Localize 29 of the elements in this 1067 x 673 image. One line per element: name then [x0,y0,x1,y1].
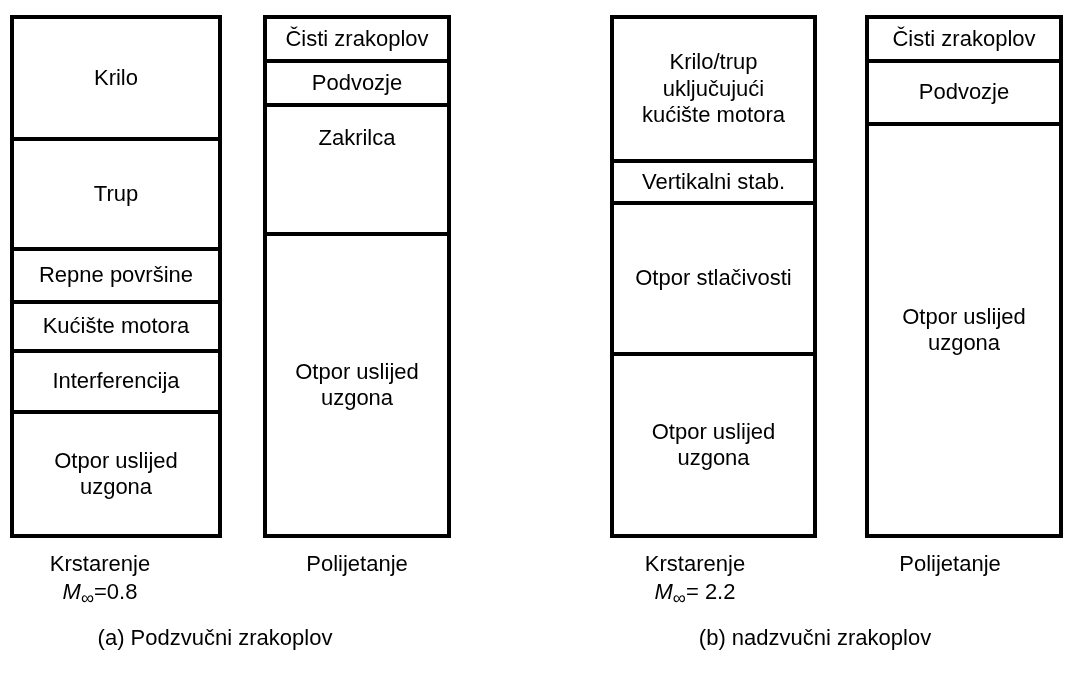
stacked-column [865,15,1063,538]
column-caption: Krstarenje [644,550,746,578]
stacked-column [263,15,451,538]
column-caption: M$_{∞}$=0.8 [62,577,138,610]
column-caption: Krstarenje [49,550,151,578]
segment-label: Podvozje [310,69,404,97]
segment-label: Kućište motora [41,313,191,340]
segment-label: Otpor uslijed uzgona [901,303,1027,357]
segment-label: Čisti zrakoplov [891,25,1037,53]
segment-label: Trup [92,180,140,208]
segment-label: Otpor stlačivosti [634,265,793,292]
stacked-column [610,15,817,538]
segment-label: Otpor uslijed uzgona [294,358,420,412]
segment-label: Otpor uslijed uzgona [53,447,179,501]
segment-label: Vertikalni stab. [640,168,787,196]
column-caption: M$_{∞}$= 2.2 [654,577,736,610]
segment-label: Otpor uslijed uzgona [650,418,777,472]
column-caption: Polijetanje [306,550,408,578]
segment-label: Interferencija [51,368,181,395]
segment-label: Čisti zrakoplov [284,25,430,53]
column-caption: Polijetanje [899,550,1001,578]
segment-label: Zakrilca [317,125,397,152]
segment-label: Krilo/trup uključujući kućište motora [640,49,787,129]
segment-label: Podvozje [917,79,1011,106]
stacked-column [10,15,222,538]
panel-caption: (a) Podzvučni zrakoplov [97,625,333,651]
segment-label: Krilo [93,64,139,92]
segment-label: Repne površine [37,262,195,289]
panel-caption: (b) nadzvučni zrakoplov [698,625,932,651]
